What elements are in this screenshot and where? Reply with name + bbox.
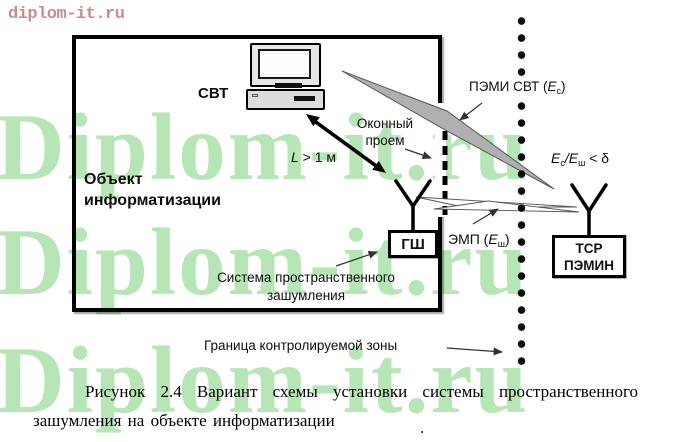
distance-variable: L — [291, 149, 299, 165]
pemi-symbol: E — [547, 79, 557, 94]
window-wall-mask — [435, 103, 446, 217]
window-label: Оконный проем — [345, 115, 425, 149]
emp-label-prefix: ЭМП ( — [448, 231, 489, 247]
pemi-label-prefix: ПЭМИ СВТ ( — [469, 79, 548, 94]
power-button-icon — [252, 94, 258, 97]
computer-icon — [246, 43, 326, 111]
site-logo: diplom-it.ru — [8, 5, 125, 24]
pemi-label-arrow — [459, 102, 483, 121]
ratio-sub2: ш — [578, 158, 586, 168]
emp-subscript: ш — [497, 239, 505, 249]
system-label-arrow — [335, 250, 378, 267]
ratio-condition: < δ — [585, 150, 610, 166]
distance-arrow — [306, 114, 386, 173]
ratio-slash: / — [564, 150, 569, 166]
floppy-slot-icon — [294, 96, 315, 101]
ratio-sub1: с — [560, 158, 565, 168]
emp-label-suffix: ) — [504, 231, 510, 247]
boundary-label: Граница контролируемой зоны — [204, 338, 398, 353]
system-label: Система пространственного зашумления — [206, 269, 406, 304]
computer-system-unit — [246, 89, 325, 110]
pemi-beam — [341, 70, 555, 190]
computer-screen — [258, 49, 311, 79]
pemi-subscript: с — [556, 86, 561, 96]
object-label: Объект информатизации — [84, 169, 224, 211]
emp-beam-lower — [433, 200, 580, 213]
ratio-e1: E — [551, 150, 561, 166]
gsh-box: ГШ — [388, 230, 438, 258]
gsh-antenna-icon — [394, 179, 432, 233]
figure-caption: Рисунок 2.4 Вариант схемы установки сист… — [33, 382, 638, 430]
emp-label: ЭМП (Eш) — [448, 231, 510, 253]
system-label-line1: Система пространственного — [217, 270, 395, 285]
tsr-box: ТСР ПЭМИН — [552, 235, 626, 278]
trailing-dot: . — [420, 418, 425, 437]
pemi-label: ПЭМИ СВТ (Eс) — [467, 78, 568, 100]
ratio-e2: E — [568, 150, 579, 166]
tsr-box-line2: ПЭМИН — [563, 257, 614, 273]
distance-value: > 1 м — [298, 149, 337, 165]
system-label-line2: зашумления — [266, 287, 346, 303]
tsr-box-line1: ТСР — [575, 240, 603, 256]
gsh-box-label: ГШ — [401, 235, 425, 253]
ratio-label: Eс/Eш < δ — [551, 150, 609, 172]
tsr-antenna-icon — [570, 183, 608, 238]
emp-label-arrow — [472, 208, 499, 225]
emp-symbol: E — [488, 231, 498, 247]
pemi-label-suffix: ) — [560, 79, 566, 94]
distance-label: L > 1 м — [291, 149, 336, 166]
window-label-line2: проем — [365, 133, 405, 148]
computer-stand — [275, 83, 302, 88]
svt-label: СВТ — [198, 85, 229, 102]
window-label-arrow — [404, 148, 432, 159]
boundary-arrow — [446, 347, 503, 356]
window-label-line1: Оконный — [356, 116, 414, 131]
object-label-text: Объект информатизации — [84, 171, 221, 209]
